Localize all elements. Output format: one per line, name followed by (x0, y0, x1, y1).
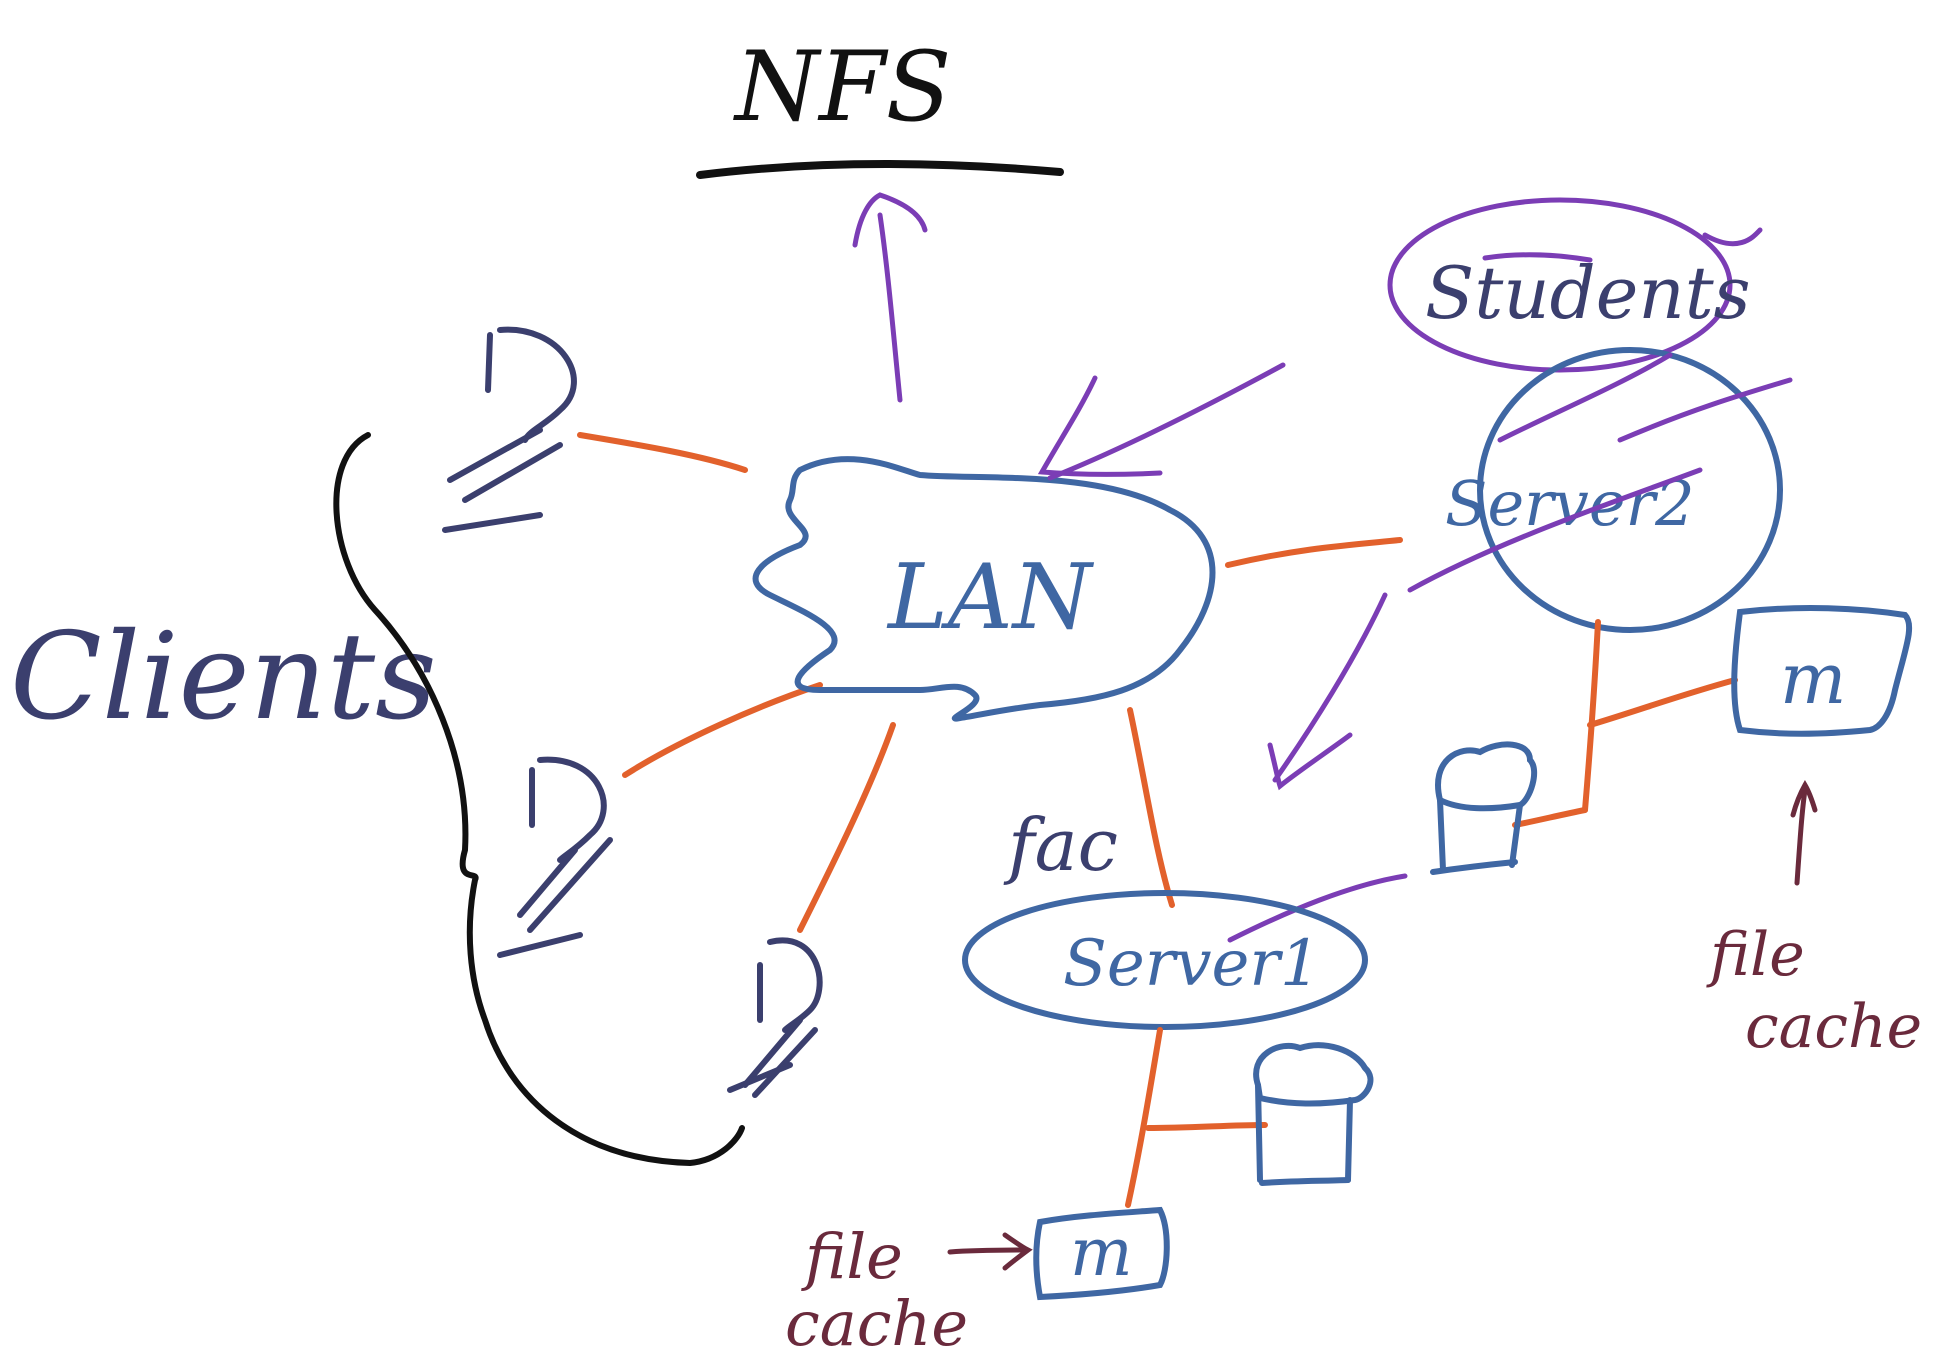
title-underline (696, 160, 1064, 179)
server2-file-cache-line2: cache (1745, 992, 1922, 1062)
nfs-arrow (852, 192, 928, 403)
server1-label: Server1 (1063, 927, 1321, 1001)
lan-server2-link (1225, 537, 1403, 568)
clients-brace (333, 432, 745, 1167)
students-label: Students (1425, 251, 1751, 335)
server2-memory-box: m (1731, 605, 1913, 737)
client-lan-links (577, 432, 896, 933)
server2-disk-icon (1430, 741, 1538, 875)
client-person-icon (497, 756, 613, 958)
server2-ellipse (1477, 347, 1783, 633)
title-text: NFS (733, 31, 951, 143)
server2-annotations (1037, 227, 1793, 943)
memory-m-label: m (1780, 638, 1846, 720)
server1-disk-icon (1253, 1042, 1374, 1186)
server2-file-cache-line1: file (1706, 920, 1805, 990)
server1-file-cache-line1: file (801, 1220, 903, 1293)
server2-cache-arrow (1790, 780, 1818, 886)
lan-server1-link (1127, 707, 1175, 908)
students-ellipse (1387, 197, 1733, 373)
server1-memory-box: m (1033, 1206, 1170, 1301)
server1-cache-arrow (947, 1232, 1033, 1271)
server1-file-cache-line2: cache (785, 1287, 968, 1360)
fac-label: fac (1003, 803, 1118, 887)
lan-cloud (752, 456, 1216, 722)
client-person-icon (727, 937, 823, 1098)
server1-storage-links (1125, 1027, 1268, 1208)
memory-m-label: m (1070, 1214, 1133, 1291)
server1-ellipse (962, 890, 1368, 1030)
clients-label: Clients (10, 608, 437, 747)
lan-label: LAN (886, 545, 1095, 650)
server2-storage-links (1512, 619, 1738, 828)
client-person-icon (442, 326, 577, 533)
server2-label: Server2 (1445, 467, 1695, 540)
